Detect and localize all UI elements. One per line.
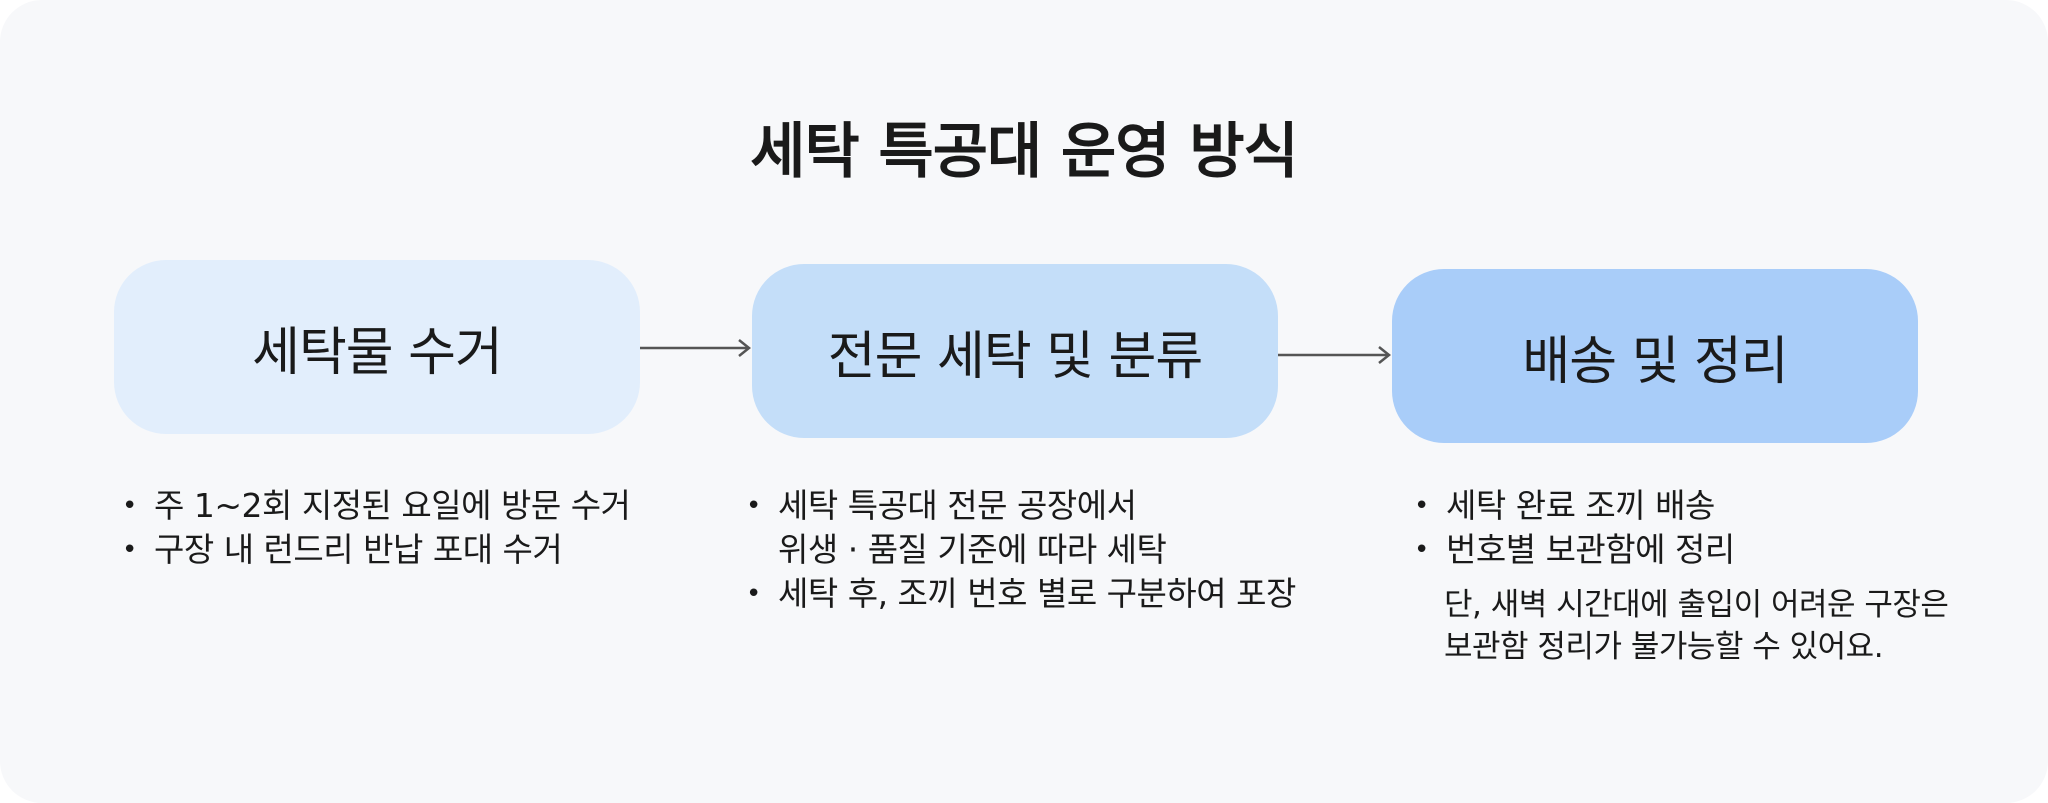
step-washing: 전문 세탁 및 분류 bbox=[752, 264, 1278, 438]
detail-item: 구장 내 런드리 반납 포대 수거 bbox=[122, 528, 630, 572]
step-collection-details: 주 1~2회 지정된 요일에 방문 수거 구장 내 런드리 반납 포대 수거 bbox=[122, 484, 631, 572]
arrow-right-icon bbox=[640, 339, 752, 357]
detail-item: 세탁 특공대 전문 공장에서 위생 · 품질 기준에 따라 세탁 bbox=[746, 484, 1296, 572]
detail-item: 주 1~2회 지정된 요일에 방문 수거 bbox=[122, 484, 631, 528]
step-delivery-label: 배송 및 정리 bbox=[1522, 331, 1788, 392]
delivery-note: 단, 새벽 시간대에 출입이 어려운 구장은 보관함 정리가 불가능할 수 있어… bbox=[1444, 587, 1949, 665]
detail-item: 세탁 후, 조끼 번호 별로 구분하여 포장 bbox=[746, 572, 1296, 616]
detail-item: 번호별 보관함에 정리 bbox=[1414, 528, 1735, 572]
step-washing-label: 전문 세탁 및 분류 bbox=[827, 326, 1203, 387]
detail-item: 세탁 완료 조끼 배송 bbox=[1414, 484, 1735, 528]
step-collection: 세탁물 수거 bbox=[114, 260, 640, 434]
step-washing-details: 세탁 특공대 전문 공장에서 위생 · 품질 기준에 따라 세탁 세탁 후, 조… bbox=[746, 484, 1296, 616]
arrow-right-icon bbox=[1278, 346, 1392, 364]
diagram-title: 세탁 특공대 운영 방식 bbox=[750, 117, 1298, 187]
step-collection-label: 세탁물 수거 bbox=[252, 322, 503, 383]
step-delivery: 배송 및 정리 bbox=[1392, 269, 1918, 443]
step-delivery-details: 세탁 완료 조끼 배송 번호별 보관함에 정리 bbox=[1414, 484, 1735, 572]
